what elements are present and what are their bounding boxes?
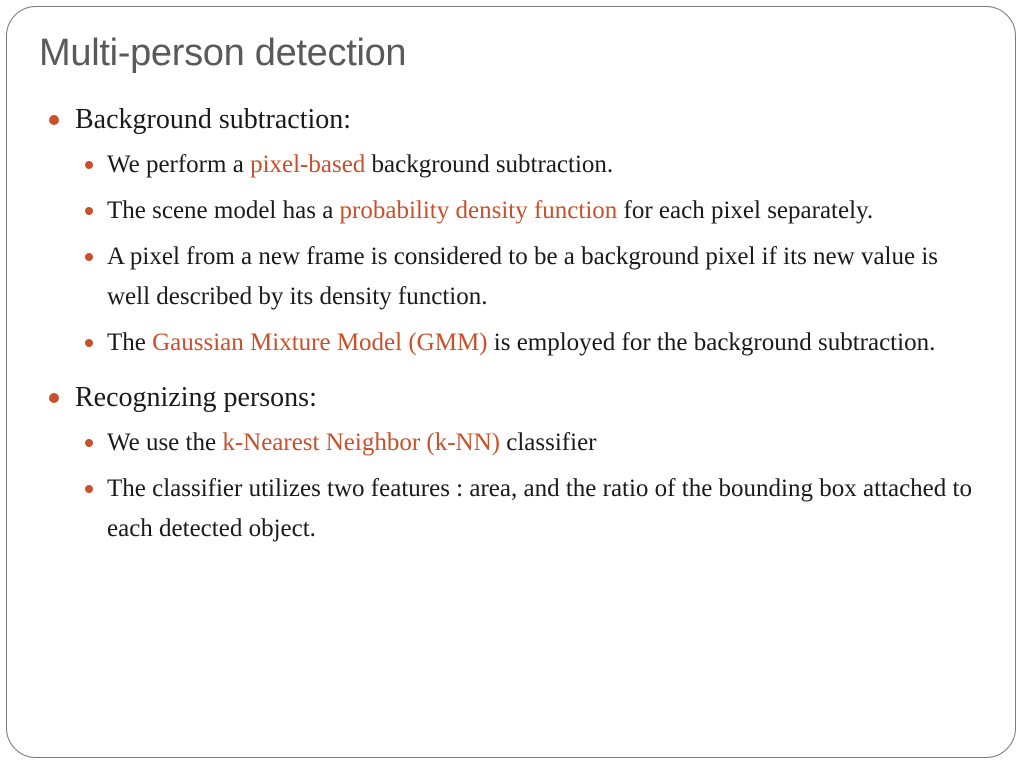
bullet-dot-icon — [85, 161, 93, 169]
section-heading: Background subtraction: — [75, 104, 352, 135]
sub-bullet-item: The scene model has a probability densit… — [47, 191, 977, 231]
sub-bullet-item: The Gaussian Mixture Model (GMM) is empl… — [47, 323, 977, 363]
slide-content: Background subtraction: We perform a pix… — [47, 101, 977, 549]
highlight-text: k-Nearest Neighbor (k-NN) — [222, 429, 500, 456]
bullet-text: We use the — [107, 429, 223, 456]
slide-frame: Multi-person detection Background subtra… — [6, 6, 1016, 758]
bullet-dot-icon — [85, 339, 93, 347]
sub-bullet-item: We perform a pixel-based background subt… — [47, 145, 977, 185]
bullet-recognizing-persons: Recognizing persons: — [47, 379, 977, 417]
bullet-text: for each pixel separately. — [617, 197, 874, 224]
slide-title: Multi-person detection — [39, 32, 407, 74]
bullet-background-subtraction: Background subtraction: — [47, 101, 977, 139]
sub-bullet-item: We use the k-Nearest Neighbor (k-NN) cla… — [47, 423, 977, 463]
bullet-text: The scene model has a — [107, 197, 340, 224]
highlight-text: pixel-based — [250, 151, 366, 178]
bullet-dot-icon — [85, 253, 93, 261]
sub-bullet-list: We perform a pixel-based background subt… — [47, 145, 977, 363]
bullet-text: background subtraction. — [365, 151, 614, 178]
highlight-text: probability density function — [339, 197, 618, 224]
bullet-dot-icon — [49, 115, 59, 125]
sub-bullet-item: A pixel from a new frame is considered t… — [47, 237, 977, 317]
bullet-text: The — [107, 329, 153, 356]
bullet-text: We perform a — [107, 151, 251, 178]
bullet-text: A pixel from a new frame is considered t… — [107, 243, 939, 310]
bullet-dot-icon — [85, 485, 93, 493]
bullet-text: The classifier utilizes two features : a… — [107, 475, 972, 542]
bullet-dot-icon — [49, 393, 59, 403]
bullet-dot-icon — [85, 207, 93, 215]
bullet-text: classifier — [500, 429, 597, 456]
sub-bullet-list: We use the k-Nearest Neighbor (k-NN) cla… — [47, 423, 977, 549]
sub-bullet-item: The classifier utilizes two features : a… — [47, 469, 977, 549]
bullet-dot-icon — [85, 439, 93, 447]
highlight-text: Gaussian Mixture Model (GMM) — [152, 329, 488, 356]
section-heading: Recognizing persons: — [75, 382, 317, 413]
bullet-text: is employed for the background subtracti… — [487, 329, 936, 356]
